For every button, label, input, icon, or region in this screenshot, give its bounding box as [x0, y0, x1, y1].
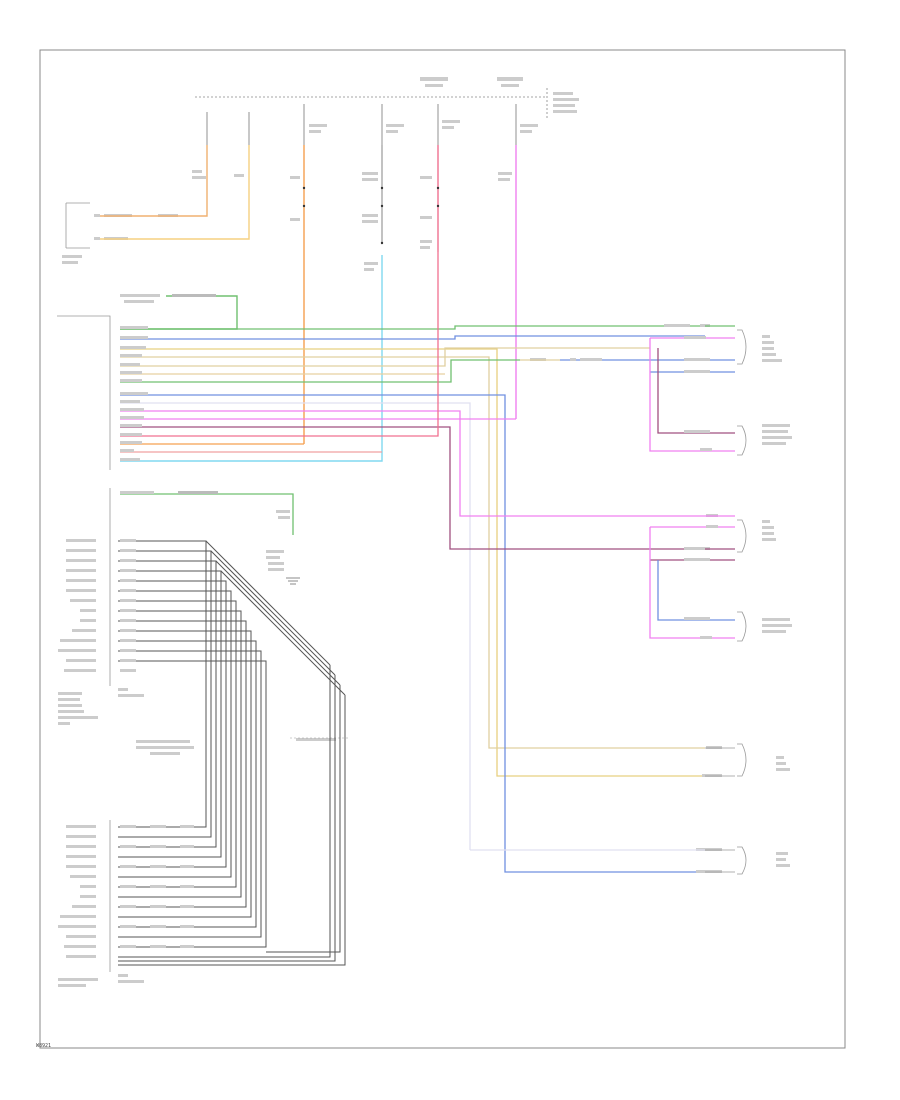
c1-diagonal-wires: [205, 540, 346, 696]
amplifier-pin-wires: [120, 252, 705, 873]
c2-connector-caption: [136, 738, 336, 755]
ground-symbol: [286, 577, 300, 585]
c1-connector-caption: [58, 688, 144, 725]
amp-pin-labels: [120, 326, 148, 461]
wire-dimmer-a: [100, 145, 208, 217]
fuse-labels: [420, 77, 579, 113]
power-amplifier: [57, 315, 111, 530]
left-rear-speaker: [702, 743, 790, 777]
right-front-tweeter: [684, 611, 792, 642]
c1-connector-harness: [118, 540, 267, 870]
c2-pin-labels: [58, 825, 194, 958]
splice-dots: [302, 186, 440, 245]
right-rear-speaker: [696, 846, 790, 875]
rf-speaker-wires: [649, 526, 735, 639]
dimmer-switch: [62, 202, 178, 264]
c1-pin-labels: [58, 539, 136, 672]
wire-amp-ground-2: [120, 493, 294, 535]
wire-fuse-2b: [120, 255, 383, 462]
fuse-tags: [309, 120, 538, 133]
lf-speaker-wires: [560, 337, 735, 452]
left-front-door-speaker: [737, 329, 782, 365]
fuse-drops: [206, 104, 517, 145]
wire-dimmer-b: [100, 145, 250, 240]
footer-code: W8921: [36, 1043, 52, 1049]
c2-bottom-caption: [58, 974, 144, 987]
right-front-door-speaker: [737, 519, 776, 553]
left-front-tweeter: [684, 424, 792, 456]
fuse-wire-tags: [290, 172, 512, 271]
rf-speaker-labels: [684, 514, 718, 561]
diagram-border: [39, 49, 846, 1049]
ground-labels: [266, 510, 290, 571]
